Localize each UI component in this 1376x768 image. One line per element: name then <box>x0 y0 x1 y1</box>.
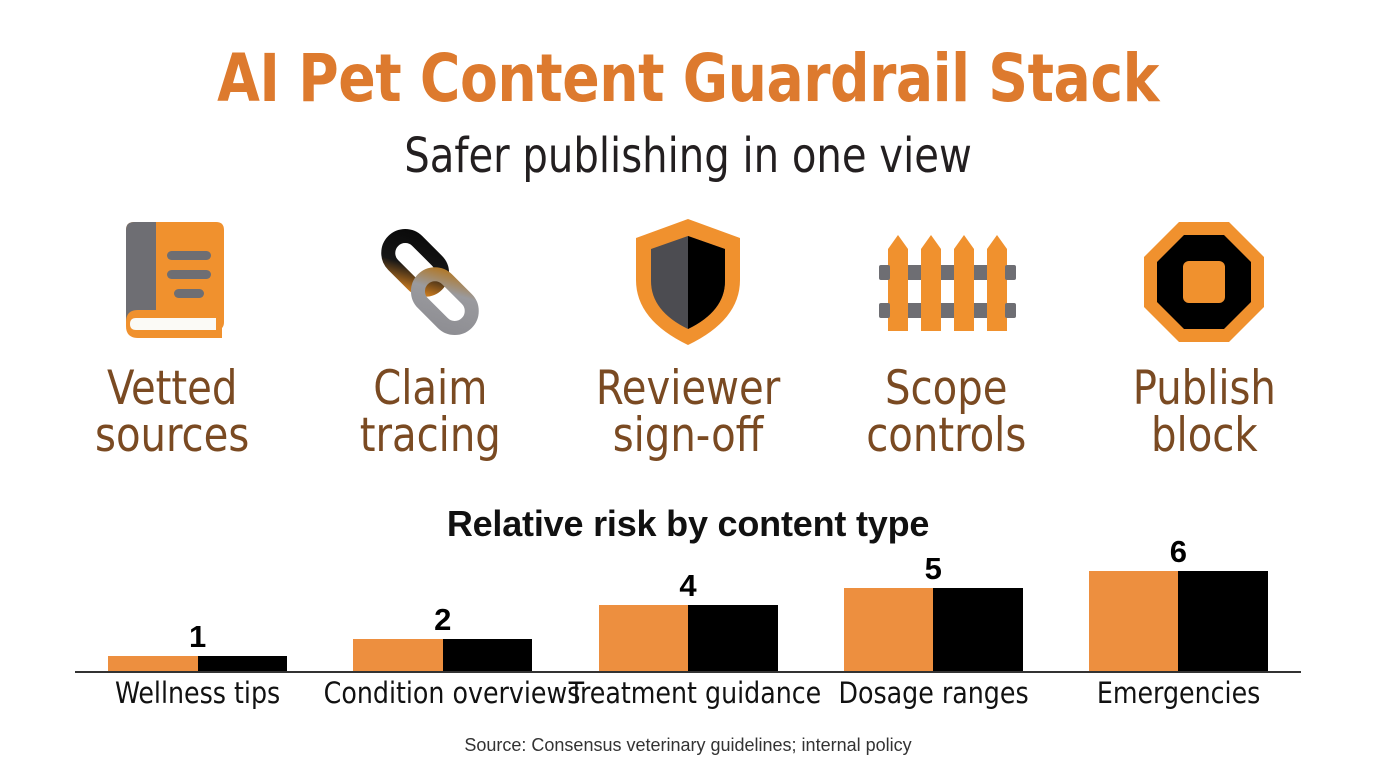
bar-group: 6 <box>1088 536 1268 673</box>
pillar-scope-controls: Scope controls <box>817 212 1075 459</box>
pillar-publish-block: Publish block <box>1075 212 1333 459</box>
pillar-label: Reviewer sign-off <box>595 361 781 463</box>
chart-baseline-axis <box>75 671 1301 673</box>
bar-segment-orange <box>843 587 934 673</box>
book-icon <box>102 212 242 352</box>
pillar-label: Claim tracing <box>359 361 501 463</box>
x-axis-tick-label: Treatment guidance <box>569 676 822 710</box>
bar-segment-black <box>197 655 288 673</box>
pillar-row: Vetted sources <box>0 212 1376 459</box>
pillar-reviewer-signoff: Reviewer sign-off <box>559 212 817 459</box>
bar-segment-orange <box>598 604 688 673</box>
x-axis-tick-label: Dosage ranges <box>838 676 1029 710</box>
bar-segment-orange <box>353 638 443 673</box>
bar-segment-black <box>442 638 533 673</box>
x-axis-tick-label: Emergencies <box>1096 676 1261 710</box>
source-note: Source: Consensus veterinary guidelines;… <box>464 735 912 755</box>
fence-icon <box>876 212 1016 352</box>
bar-segment-orange <box>108 655 198 673</box>
bar-group: 2 <box>353 604 533 673</box>
bar-segment-black <box>688 604 778 673</box>
pillar-label: Vetted sources <box>94 361 250 463</box>
page-subtitle: Safer publishing in one view <box>404 128 972 184</box>
bar-group: 4 <box>598 570 778 673</box>
shield-icon <box>618 212 758 352</box>
bar-segment-black <box>1178 570 1268 673</box>
chart-title: Relative risk by content type <box>446 503 930 544</box>
bar-chart: 1 2 4 5 6 <box>75 536 1301 673</box>
bar-value-label: 6 <box>1169 533 1188 569</box>
pillar-claim-tracing: Claim tracing <box>301 212 559 459</box>
page-title: AI Pet Content Guardrail Stack <box>217 40 1159 117</box>
pillar-label: Scope controls <box>865 361 1027 463</box>
bar-value-label: 1 <box>188 618 207 654</box>
bar-value-label: 4 <box>679 567 697 603</box>
bar-group: 5 <box>843 553 1023 673</box>
stop-octagon-icon <box>1134 212 1274 352</box>
bar-segment-black <box>933 587 1023 673</box>
chain-link-icon <box>360 212 500 352</box>
pillar-vetted-sources: Vetted sources <box>43 212 301 459</box>
x-axis-tick-label: Wellness tips <box>114 676 281 710</box>
x-axis-tick-label: Condition overviews <box>323 676 581 710</box>
bar-value-label: 5 <box>924 550 942 586</box>
pillar-label: Publish block <box>1132 361 1276 463</box>
bar-group: 1 <box>108 621 288 673</box>
header: AI Pet Content Guardrail Stack Safer pub… <box>0 40 1376 184</box>
bar-value-label: 2 <box>434 601 452 637</box>
bar-segment-orange <box>1088 570 1179 673</box>
